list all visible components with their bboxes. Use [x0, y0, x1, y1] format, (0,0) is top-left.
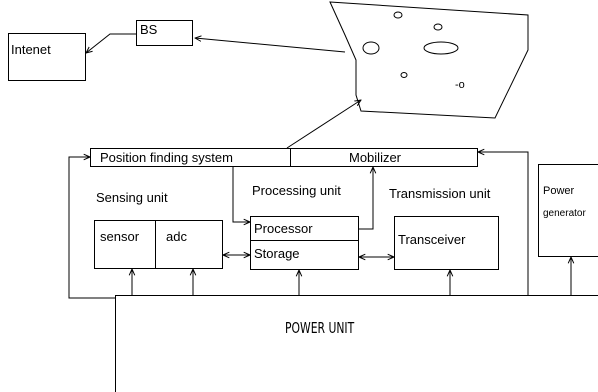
bar-to-field-arrow	[287, 100, 361, 148]
position-to-processor-arrow	[233, 167, 250, 222]
adc-label: adc	[166, 230, 187, 244]
mobilizer-label: Mobilizer	[349, 151, 401, 165]
field-hole	[363, 42, 379, 54]
field-hole	[401, 73, 407, 78]
processor-label: Processor	[254, 222, 313, 236]
internet-box	[9, 34, 86, 81]
transceiver-label: Transceiver	[398, 233, 465, 247]
bs-label: BS	[140, 23, 157, 37]
position-finding-label: Position finding system	[100, 151, 233, 165]
processing-unit-label: Processing unit	[252, 184, 341, 198]
sensor-label: sensor	[100, 230, 139, 244]
transmission-unit-label: Transmission unit	[389, 187, 490, 201]
power-generator-label-line2: generator	[543, 207, 586, 220]
storage-label: Storage	[254, 247, 300, 261]
field-hole	[394, 12, 402, 18]
left-loop-arrow	[69, 157, 115, 298]
sensor-adc-box	[95, 221, 223, 269]
internet-label: Intenet	[11, 43, 51, 57]
bs-to-internet-arrow	[86, 34, 136, 53]
field-mark-label: -o	[455, 78, 465, 92]
field-hole	[434, 24, 442, 30]
power-generator-label-line1: Power	[543, 185, 574, 198]
field-to-bs-arrow	[195, 38, 345, 52]
field-hole	[424, 42, 458, 54]
right-loop-arrow	[478, 152, 528, 296]
processor-to-mobilizer-arrow	[359, 167, 373, 229]
power-unit-label: POWER UNIT	[285, 321, 354, 335]
sensing-unit-label: Sensing unit	[96, 191, 168, 205]
power-unit-box	[116, 296, 598, 392]
